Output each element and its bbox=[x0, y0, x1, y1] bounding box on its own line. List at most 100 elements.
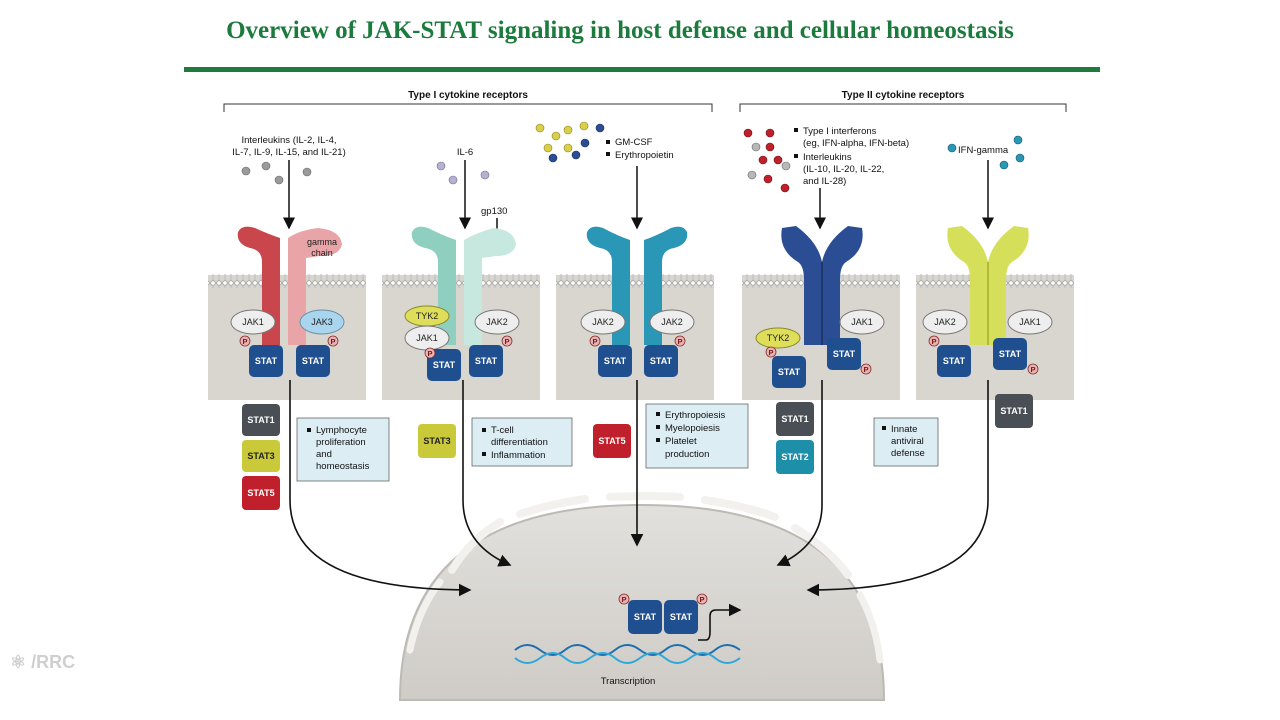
stat-label: STAT bbox=[943, 356, 966, 366]
membrane-panel-1 bbox=[208, 274, 366, 400]
phospho-label: P bbox=[504, 337, 509, 346]
stat2-box-4 bbox=[776, 440, 814, 474]
stat-box-2a bbox=[427, 349, 461, 381]
phospho-icon bbox=[239, 335, 251, 347]
receptor-navy-left bbox=[781, 226, 822, 345]
receptor-navy-right bbox=[822, 226, 863, 345]
receptor-panel-5: IFN-gamma JAK2 JAK1 STAT STAT P P STAT1 bbox=[922, 135, 1053, 428]
stat-box-3b bbox=[644, 345, 678, 377]
function-text: proliferation bbox=[316, 437, 366, 448]
ligand-label-ifn-2: (eg, IFN-alpha, IFN-beta) bbox=[803, 138, 909, 149]
phospho-icon bbox=[327, 335, 339, 347]
stat-label: STAT bbox=[302, 356, 325, 366]
tyk2-oval bbox=[755, 327, 801, 349]
stat-box-4a bbox=[772, 356, 806, 388]
jak2-oval bbox=[474, 309, 520, 335]
phospho-label: P bbox=[242, 337, 247, 346]
jak1-label: JAK1 bbox=[1019, 317, 1041, 327]
ligand-dots-1 bbox=[241, 161, 312, 185]
ligand-label-ifn-1: Type I interferons bbox=[803, 126, 877, 137]
receptor-gamma-chain bbox=[288, 228, 342, 345]
function-box-2 bbox=[471, 417, 573, 467]
stat-box-1a bbox=[249, 345, 283, 377]
jak1-oval bbox=[1007, 309, 1053, 335]
phospho-icon bbox=[618, 593, 630, 605]
phospho-icon bbox=[1027, 363, 1039, 375]
arrow-panel-1 bbox=[289, 380, 472, 597]
jak1-label: JAK1 bbox=[242, 317, 264, 327]
phospho-label: P bbox=[863, 365, 868, 374]
receptor-panel-3: GM-CSF Erythropoietin JAK2 JAK2 STAT STA… bbox=[535, 121, 749, 469]
function-text: defense bbox=[891, 448, 925, 459]
phospho-label: P bbox=[592, 337, 597, 346]
stat-label: STAT bbox=[650, 356, 673, 366]
function-box-3 bbox=[645, 403, 749, 469]
ligand-label-interleukins-2: IL-7, IL-9, IL-15, and IL-21) bbox=[232, 147, 346, 158]
function-text: Innate bbox=[891, 424, 917, 435]
ligand-label-gmcsf: GM-CSF bbox=[615, 137, 653, 148]
stat-label: STAT bbox=[670, 612, 693, 622]
receptor-gp130 bbox=[464, 228, 516, 345]
stat3-box-1 bbox=[242, 440, 280, 472]
signal-arrows bbox=[289, 380, 989, 597]
stat-box-2b bbox=[469, 345, 503, 377]
receptor-yellow-left bbox=[947, 226, 988, 345]
stat1-label: STAT1 bbox=[1000, 406, 1027, 416]
function-text: T-cell bbox=[491, 425, 514, 436]
function-text: Erythropoiesis bbox=[665, 410, 725, 421]
stat5-label: STAT5 bbox=[247, 488, 274, 498]
ligand-arrows bbox=[283, 160, 994, 240]
type1-bracket: Type I cytokine receptors bbox=[223, 90, 713, 112]
function-text: differentiation bbox=[491, 437, 548, 448]
stat-box-1b bbox=[296, 345, 330, 377]
phospho-label: P bbox=[699, 595, 704, 604]
phospho-icon bbox=[589, 335, 601, 347]
stat5-box-1 bbox=[242, 476, 280, 510]
arrow-panel-2 bbox=[462, 380, 512, 567]
stat-dimer: STAT STAT P P bbox=[618, 593, 742, 641]
phospho-icon bbox=[860, 363, 872, 375]
ligand-dots-4 bbox=[743, 128, 791, 193]
jak2-oval bbox=[580, 309, 626, 335]
membrane-panel-3 bbox=[556, 274, 714, 400]
ligand-label-il6: IL-6 bbox=[457, 147, 473, 158]
stat-label: STAT bbox=[433, 360, 456, 370]
jak2-label: JAK2 bbox=[486, 317, 508, 327]
jak2-oval bbox=[649, 309, 695, 335]
stat1-box-5 bbox=[995, 394, 1033, 428]
stat1-label: STAT1 bbox=[247, 415, 274, 425]
type1-header: Type I cytokine receptors bbox=[408, 90, 528, 101]
receptor-yellow-right bbox=[988, 226, 1029, 345]
stat-label: STAT bbox=[604, 356, 627, 366]
jak2-label: JAK2 bbox=[661, 317, 683, 327]
stat3-box-2 bbox=[418, 424, 456, 458]
function-text: production bbox=[665, 449, 709, 460]
transcription-label: Transcription bbox=[601, 676, 656, 687]
tyk2-label: TYK2 bbox=[416, 311, 439, 321]
gamma-label-2: chain bbox=[311, 248, 333, 258]
jak1-label: JAK1 bbox=[851, 317, 873, 327]
ligand-label-ifngamma: IFN-gamma bbox=[958, 145, 1009, 156]
jak2-label: JAK2 bbox=[934, 317, 956, 327]
phospho-label: P bbox=[621, 595, 626, 604]
ligand-label-il2-3: and IL-28) bbox=[803, 176, 846, 187]
stat3-label: STAT3 bbox=[247, 451, 274, 461]
phospho-icon bbox=[696, 593, 708, 605]
receptor-panel-4: Type I interferons (eg, IFN-alpha, IFN-b… bbox=[743, 126, 939, 474]
ligand-dots-2 bbox=[436, 161, 490, 185]
stat-label: STAT bbox=[999, 349, 1022, 359]
jak2-oval bbox=[922, 309, 968, 335]
tyk2-label: TYK2 bbox=[767, 333, 790, 343]
stat2-label: STAT2 bbox=[781, 452, 808, 462]
stat-box-4b bbox=[827, 338, 861, 370]
ligand-label-il2-1: Interleukins bbox=[803, 152, 852, 163]
ligand-label-epo: Erythropoietin bbox=[615, 150, 674, 161]
gp130-label: gp130 bbox=[481, 206, 507, 217]
stat-label: STAT bbox=[778, 367, 801, 377]
stat-box-5b bbox=[993, 338, 1027, 370]
function-text: Platelet bbox=[665, 436, 697, 447]
page-title: Overview of JAK-STAT signaling in host d… bbox=[226, 17, 1014, 44]
stat-box-5a bbox=[937, 345, 971, 377]
function-text: Lymphocyte bbox=[316, 425, 367, 436]
